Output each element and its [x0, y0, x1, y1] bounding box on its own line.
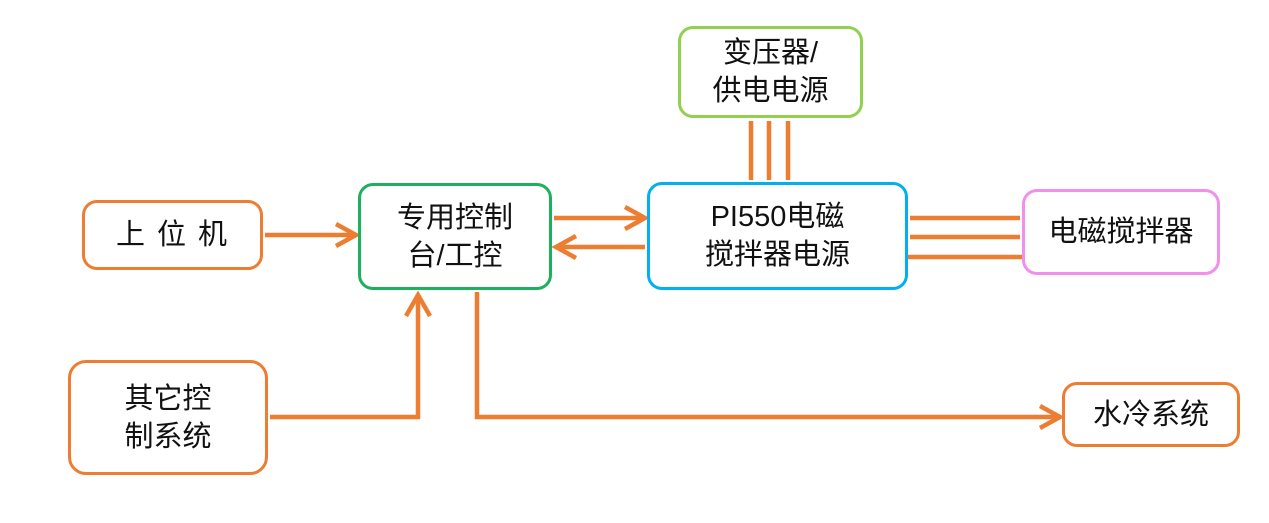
- node-water-cooling-system-label: 水冷系统: [1092, 398, 1209, 431]
- node-dedicated-control-console: 专用控制 台/工控: [358, 183, 552, 290]
- node-pi550-stirrer-power-label: PI550电磁 搅拌器电源: [704, 201, 850, 271]
- connector-console-to-pi550: [554, 205, 650, 231]
- node-pi550-stirrer-power: PI550电磁 搅拌器电源: [647, 182, 908, 290]
- node-host-computer: 上 位 机: [82, 200, 263, 270]
- connector-transformer-to-pi550: [748, 121, 791, 180]
- node-electromagnetic-stirrer-label: 电磁搅拌器: [1048, 216, 1194, 248]
- connector-pi550-to-console: [551, 234, 645, 260]
- node-other-control-systems-label: 其它控 制系统: [124, 382, 212, 453]
- node-transformer-power-supply-label: 变压器/ 供电电源: [712, 37, 829, 107]
- node-transformer-power-supply: 变压器/ 供电电源: [678, 26, 863, 118]
- connector-console-to-water: [474, 292, 1065, 430]
- connector-pi550-to-stirrer: [908, 215, 1022, 260]
- connector-host-to-console: [265, 222, 361, 248]
- node-dedicated-control-console-label: 专用控制 台/工控: [396, 201, 513, 272]
- node-electromagnetic-stirrer: 电磁搅拌器: [1022, 189, 1220, 275]
- node-other-control-systems: 其它控 制系统: [68, 360, 268, 475]
- node-water-cooling-system: 水冷系统: [1062, 382, 1240, 447]
- connector-other-to-console: [270, 290, 432, 420]
- node-host-computer-label: 上 位 机: [115, 219, 230, 251]
